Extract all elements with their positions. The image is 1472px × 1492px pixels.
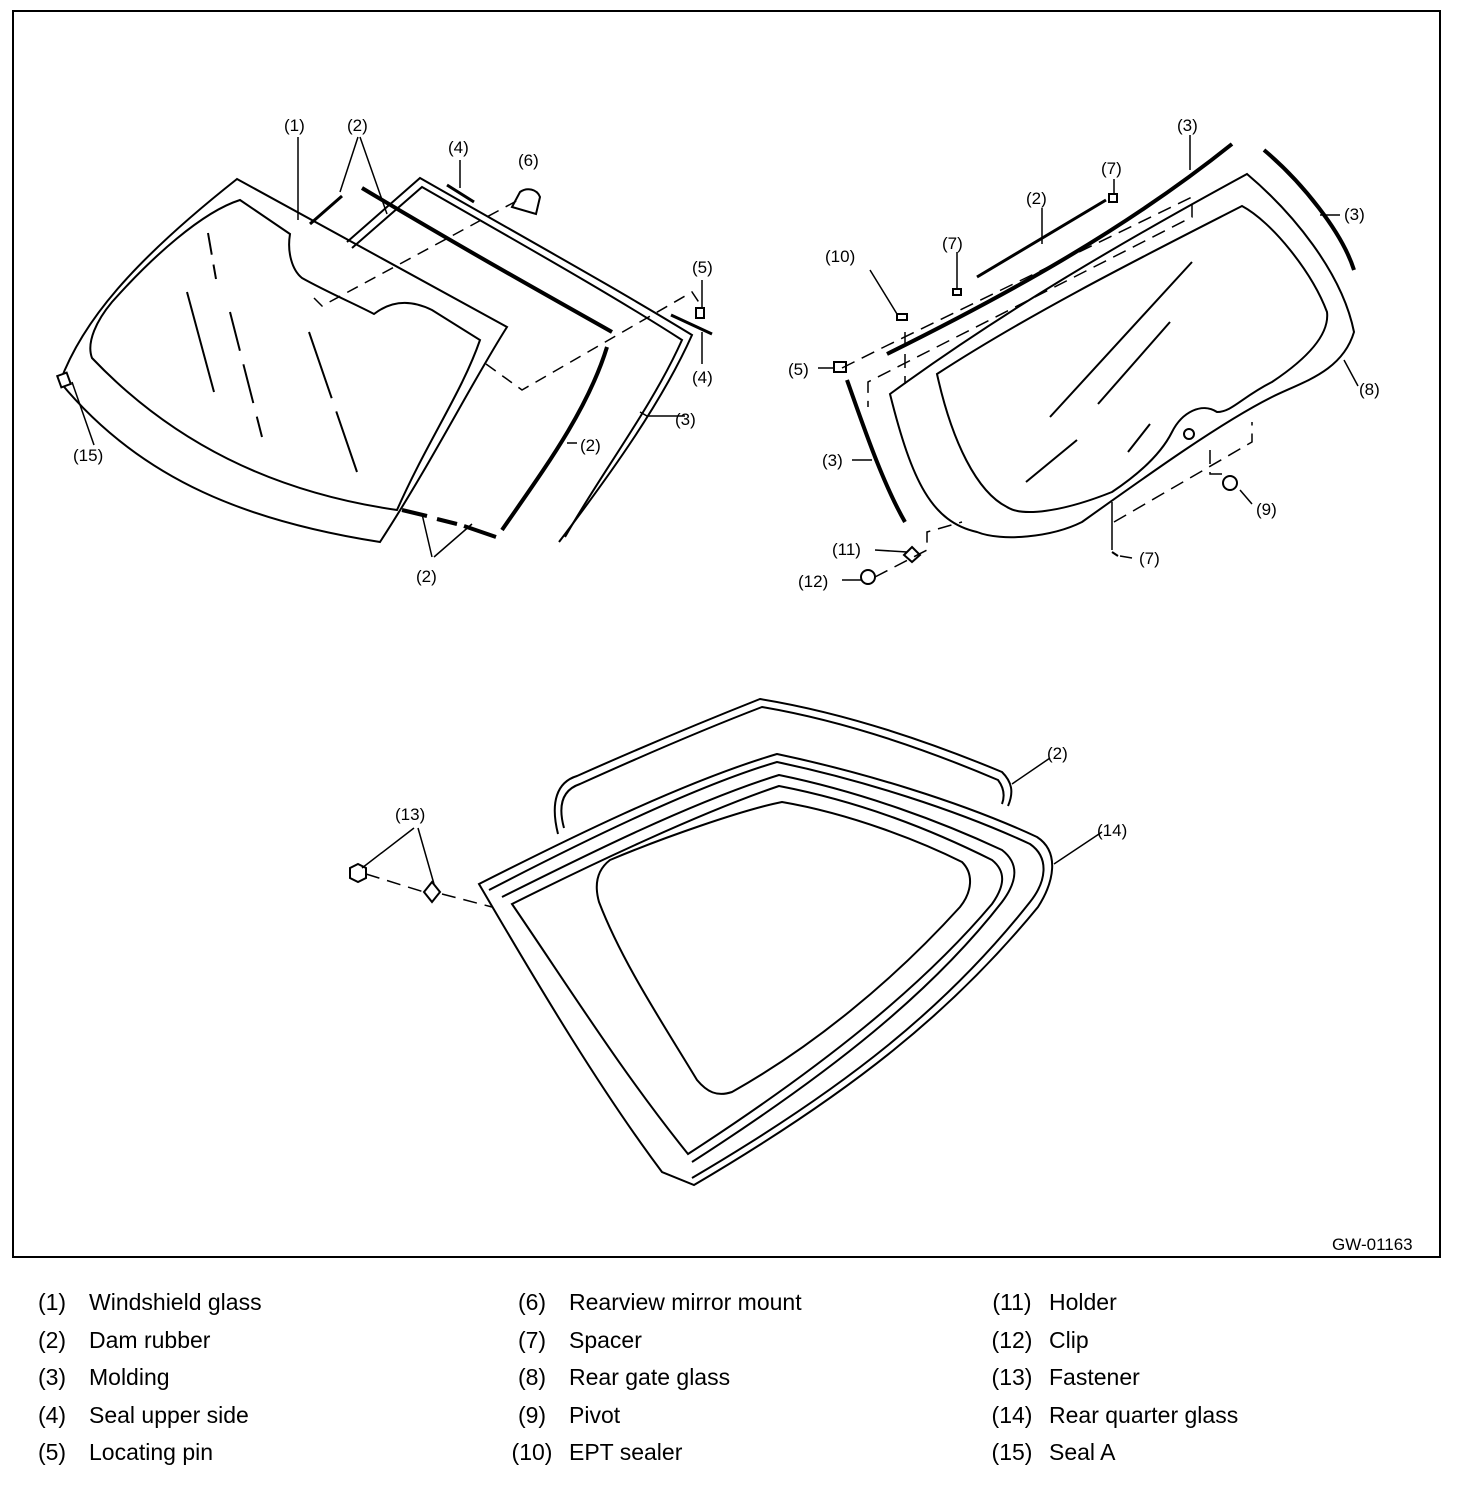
rear-quarter-inner-window xyxy=(595,800,971,1095)
callout-6: (6) xyxy=(518,151,539,170)
legend-label: Molding xyxy=(89,1364,170,1390)
callout-12: (12) xyxy=(798,572,828,591)
legend-number: (10) xyxy=(511,1439,553,1465)
windshield-inner-edge xyxy=(89,198,482,512)
callout-3: (3) xyxy=(1344,205,1365,224)
rear-gate-glass xyxy=(888,172,1356,539)
windshield-molding xyxy=(346,176,694,543)
legend-label: Holder xyxy=(1049,1289,1117,1315)
legend-label: Rearview mirror mount xyxy=(569,1289,802,1315)
legend-number: (1) xyxy=(37,1289,67,1315)
mirror-mount-shape xyxy=(510,188,542,216)
exploded-view-drawing: (1) (2) (4) (6) (5) (4) (3) (2) (2) (15)… xyxy=(55,116,1413,1254)
legend-label: Clip xyxy=(1049,1326,1089,1353)
callout-5: (5) xyxy=(692,258,713,277)
callout-2: (2) xyxy=(580,436,601,455)
rear-gate-group xyxy=(818,135,1359,585)
legend-label: Pivot xyxy=(569,1401,621,1428)
legend-number: (3) xyxy=(37,1364,67,1390)
callout-3: (3) xyxy=(675,410,696,429)
callout-2: (2) xyxy=(1026,189,1047,208)
callout-3: (3) xyxy=(1177,116,1198,135)
legend-label: Seal upper side xyxy=(89,1401,249,1428)
rear-gate-molding-top xyxy=(886,142,1234,356)
callout-7: (7) xyxy=(1101,159,1122,178)
callout-2: (2) xyxy=(416,567,437,586)
callout-15: (15) xyxy=(73,446,103,465)
legend-label: Spacer xyxy=(569,1326,642,1353)
legend-label: Windshield glass xyxy=(89,1289,262,1315)
windshield-glass xyxy=(58,177,509,544)
legend-label: Rear quarter glass xyxy=(1049,1401,1239,1428)
legend-label: Dam rubber xyxy=(89,1326,211,1353)
callout-14: (14) xyxy=(1097,821,1127,840)
rear-quarter-glass xyxy=(477,752,1054,1187)
callout-9: (9) xyxy=(1256,500,1277,519)
callout-4: (4) xyxy=(448,138,469,157)
legend-number: (4) xyxy=(37,1401,67,1428)
callout-11: (11) xyxy=(832,540,861,559)
rear-quarter-dam-rubber xyxy=(553,697,1013,835)
callout-5: (5) xyxy=(788,360,809,379)
figure-id: GW-01163 xyxy=(1332,1235,1413,1254)
legend-number: (14) xyxy=(991,1401,1033,1428)
callout-10: (10) xyxy=(825,247,855,266)
callout-7: (7) xyxy=(942,234,963,253)
callout-labels: (1) (2) (4) (6) (5) (4) (3) (2) (2) (15)… xyxy=(73,116,1413,1254)
rear-gate-inner-edge xyxy=(935,204,1329,513)
rear-quarter-group xyxy=(349,697,1103,1187)
callout-4: (4) xyxy=(692,368,713,387)
legend-number: (6) xyxy=(517,1289,547,1315)
legend-number: (11) xyxy=(992,1289,1032,1315)
legend-label: Seal A xyxy=(1049,1439,1116,1465)
legend-label: Fastener xyxy=(1049,1364,1140,1390)
legend-number: (2) xyxy=(37,1326,67,1353)
callout-3: (3) xyxy=(822,451,843,470)
callout-7: (7) xyxy=(1139,549,1160,568)
legend-label: Rear gate glass xyxy=(569,1364,731,1390)
legend-label: EPT sealer xyxy=(569,1439,683,1465)
callout-1: (1) xyxy=(284,116,305,135)
callout-2: (2) xyxy=(347,116,368,135)
callout-2: (2) xyxy=(1047,744,1068,763)
callout-8: (8) xyxy=(1359,380,1380,399)
legend-number: (9) xyxy=(517,1401,547,1428)
legend-number: (15) xyxy=(991,1439,1033,1465)
legend-number: (13) xyxy=(991,1364,1033,1390)
legend-number: (8) xyxy=(517,1364,547,1390)
dam-rubber-top xyxy=(360,186,613,334)
legend-number: (5) xyxy=(37,1439,67,1465)
diagram-frame: (1) (2) (4) (6) (5) (4) (3) (2) (2) (15)… xyxy=(12,10,1441,1258)
legend-number: (12) xyxy=(991,1326,1033,1353)
legend-number: (7) xyxy=(517,1326,547,1353)
legend-label: Locating pin xyxy=(89,1439,214,1465)
windshield-group xyxy=(55,136,713,558)
callout-13: (13) xyxy=(395,805,425,824)
